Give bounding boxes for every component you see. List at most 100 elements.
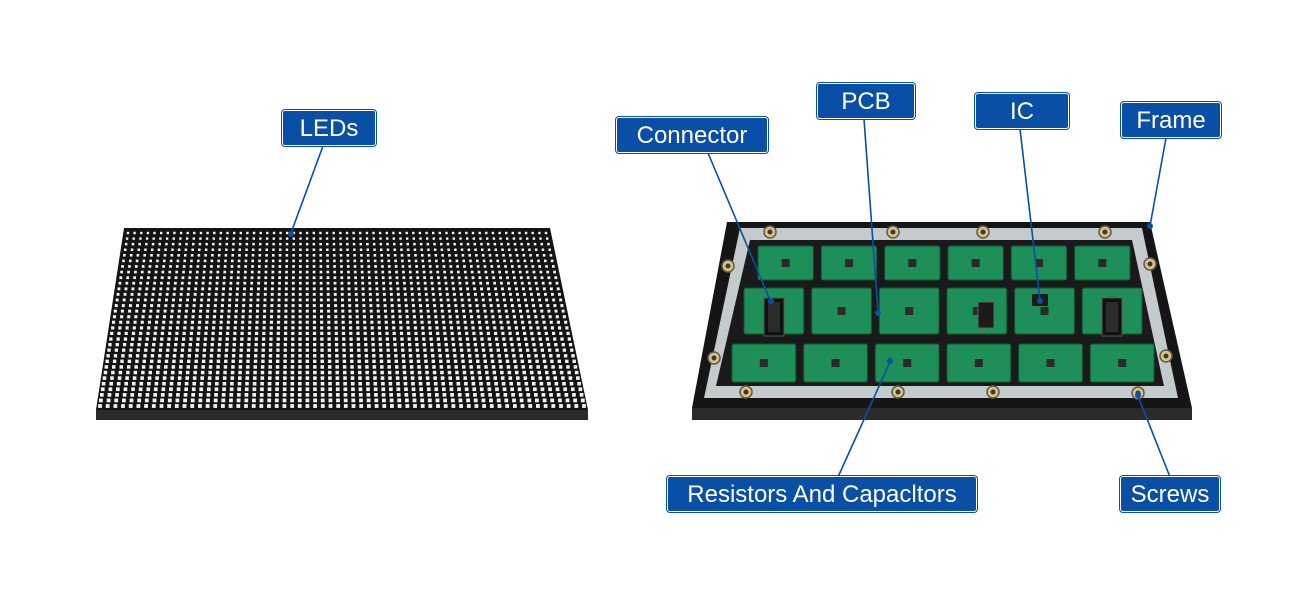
led-dot [463,265,466,268]
led-dot [247,337,251,341]
led-dot [327,304,330,308]
led-dot [183,393,188,397]
led-dot [305,242,309,246]
led-dot [383,298,387,302]
led-dot [275,376,280,380]
component [759,359,768,367]
led-dot [355,315,359,319]
led-dot [375,281,378,285]
led-dot [313,337,317,341]
led-dot [291,326,295,330]
led-dot [438,287,442,291]
led-dot [499,237,502,240]
led-dot [357,359,361,363]
led-dot [211,331,215,335]
led-dot [161,387,166,392]
led-dot [150,354,155,358]
led-dot [125,326,129,330]
led-dot [145,337,149,341]
led-dot [313,404,317,408]
led-dot [443,270,446,274]
led-dot [570,348,574,352]
led-dot [443,276,447,280]
led-dot [193,298,196,302]
led-dot [252,237,255,240]
led-dot [234,309,238,313]
led-dot [443,404,448,408]
led-dot [210,348,214,352]
led-dot [536,326,540,330]
led-dot [171,365,176,369]
led-dot [473,287,477,291]
led-dot [542,287,546,291]
led-dot [498,231,501,235]
connector-right [1101,297,1123,337]
led-dot [109,337,113,341]
led-dot [223,270,227,274]
led-dot [419,237,422,240]
led-dot [290,387,295,392]
led-dot [413,248,417,251]
led-dot [171,304,175,308]
component [831,359,840,367]
label-ic: IC [975,93,1069,129]
led-dot [282,398,287,403]
led-dot [260,381,264,386]
led-dot [385,326,389,330]
component [971,259,980,267]
label-frame: Frame [1121,102,1221,138]
led-dot [527,281,531,285]
led-dot [278,254,282,257]
led-dot [358,370,362,375]
led-dot [144,398,149,403]
led-dot [527,242,530,246]
led-dot [442,320,446,324]
led-dot [327,343,331,347]
led-dot [496,259,499,263]
led-dot [256,309,259,313]
led-dot [202,270,206,274]
led-dot [268,370,272,375]
led-dot [255,326,259,330]
led-dot [464,387,469,392]
led-dot [379,237,382,240]
led-dot [271,265,275,268]
led-dot [511,393,515,397]
led-dot [361,276,364,280]
led-dot [231,359,235,363]
led-dot [319,270,323,274]
led-dot [203,265,206,268]
led-dot [313,359,317,363]
led-dot [166,231,169,235]
led-dot [182,265,186,268]
led-dot [352,237,355,240]
led-dot [528,248,531,251]
led-dot [178,304,182,308]
led-dot [208,370,212,375]
led-dot [522,370,526,375]
led-dot [160,398,164,403]
led-dot [373,381,378,386]
led-dot [486,281,489,285]
led-dot [504,354,509,358]
led-dot [408,265,412,268]
led-dot [485,320,489,324]
led-dot [284,320,288,324]
led-dot [389,292,393,296]
led-dot [196,343,200,347]
led-dot [129,259,132,263]
led-dot [523,292,526,296]
led-dot [552,331,556,335]
led-dot [234,320,238,324]
led-dot [185,242,188,246]
led-dot [120,359,124,363]
led-dot [146,281,149,285]
led-dot [484,315,488,319]
led-dot [525,270,529,274]
led-dot [412,393,416,397]
led-dot [542,359,547,363]
led-dot [351,387,355,392]
led-dot [555,315,559,319]
led-dot [207,376,212,380]
led-dot [343,404,348,408]
